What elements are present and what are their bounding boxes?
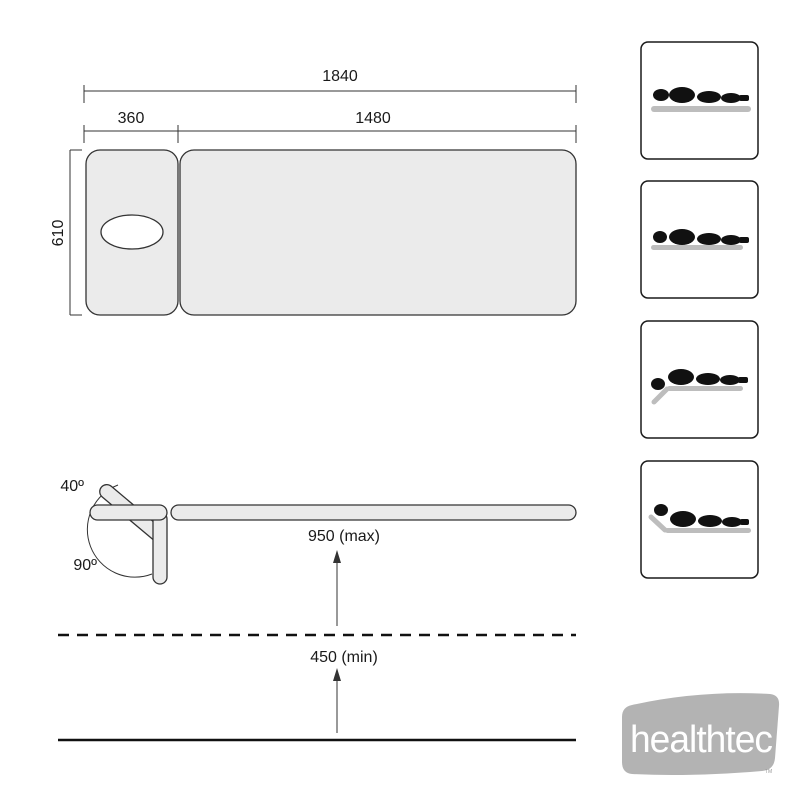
trademark-label: TM xyxy=(765,769,772,775)
patient-flat-position-icon xyxy=(651,87,751,112)
head-rest-tilted-down xyxy=(152,511,168,585)
width-dimension: 610 xyxy=(50,149,82,316)
position-card-3 xyxy=(640,320,759,439)
body-section-side xyxy=(170,504,577,521)
width-label: 610 xyxy=(50,220,67,247)
height-indicators: 950 (max) 450 (min) xyxy=(58,528,576,742)
total-length-dimension: 1840 xyxy=(83,68,577,103)
total-length-label: 1840 xyxy=(322,68,358,85)
logo-background xyxy=(622,693,780,775)
table-side-view: 40º 90º xyxy=(60,478,577,585)
face-hole xyxy=(100,214,164,250)
position-card-1 xyxy=(640,41,759,160)
table-top-view xyxy=(85,149,577,316)
patient-head-tilted-up-position-icon xyxy=(648,504,751,533)
tilt-up-angle-label: 40º xyxy=(60,478,84,495)
healthtec-logo: healthtec TM xyxy=(622,693,780,775)
position-card-4 xyxy=(640,460,759,579)
head-section-length-label: 360 xyxy=(118,110,145,127)
max-height-label: 950 (max) xyxy=(308,528,380,545)
head-rest-flat xyxy=(89,504,168,521)
min-height-arrow-head xyxy=(333,668,341,681)
section-length-dimension: 360 1480 xyxy=(83,110,577,143)
tilt-down-angle-label: 90º xyxy=(73,557,97,574)
min-height-label: 450 (min) xyxy=(310,649,378,666)
body-section xyxy=(179,149,577,316)
logo-text: healthtec xyxy=(630,719,772,761)
body-section-length-label: 1480 xyxy=(355,110,391,127)
patient-flat-head-down-position-icon xyxy=(651,229,749,250)
max-height-arrow-head xyxy=(333,550,341,563)
position-card-2 xyxy=(640,180,759,299)
patient-head-tilted-down-position-icon xyxy=(651,369,748,405)
tilt-arc xyxy=(86,484,153,578)
